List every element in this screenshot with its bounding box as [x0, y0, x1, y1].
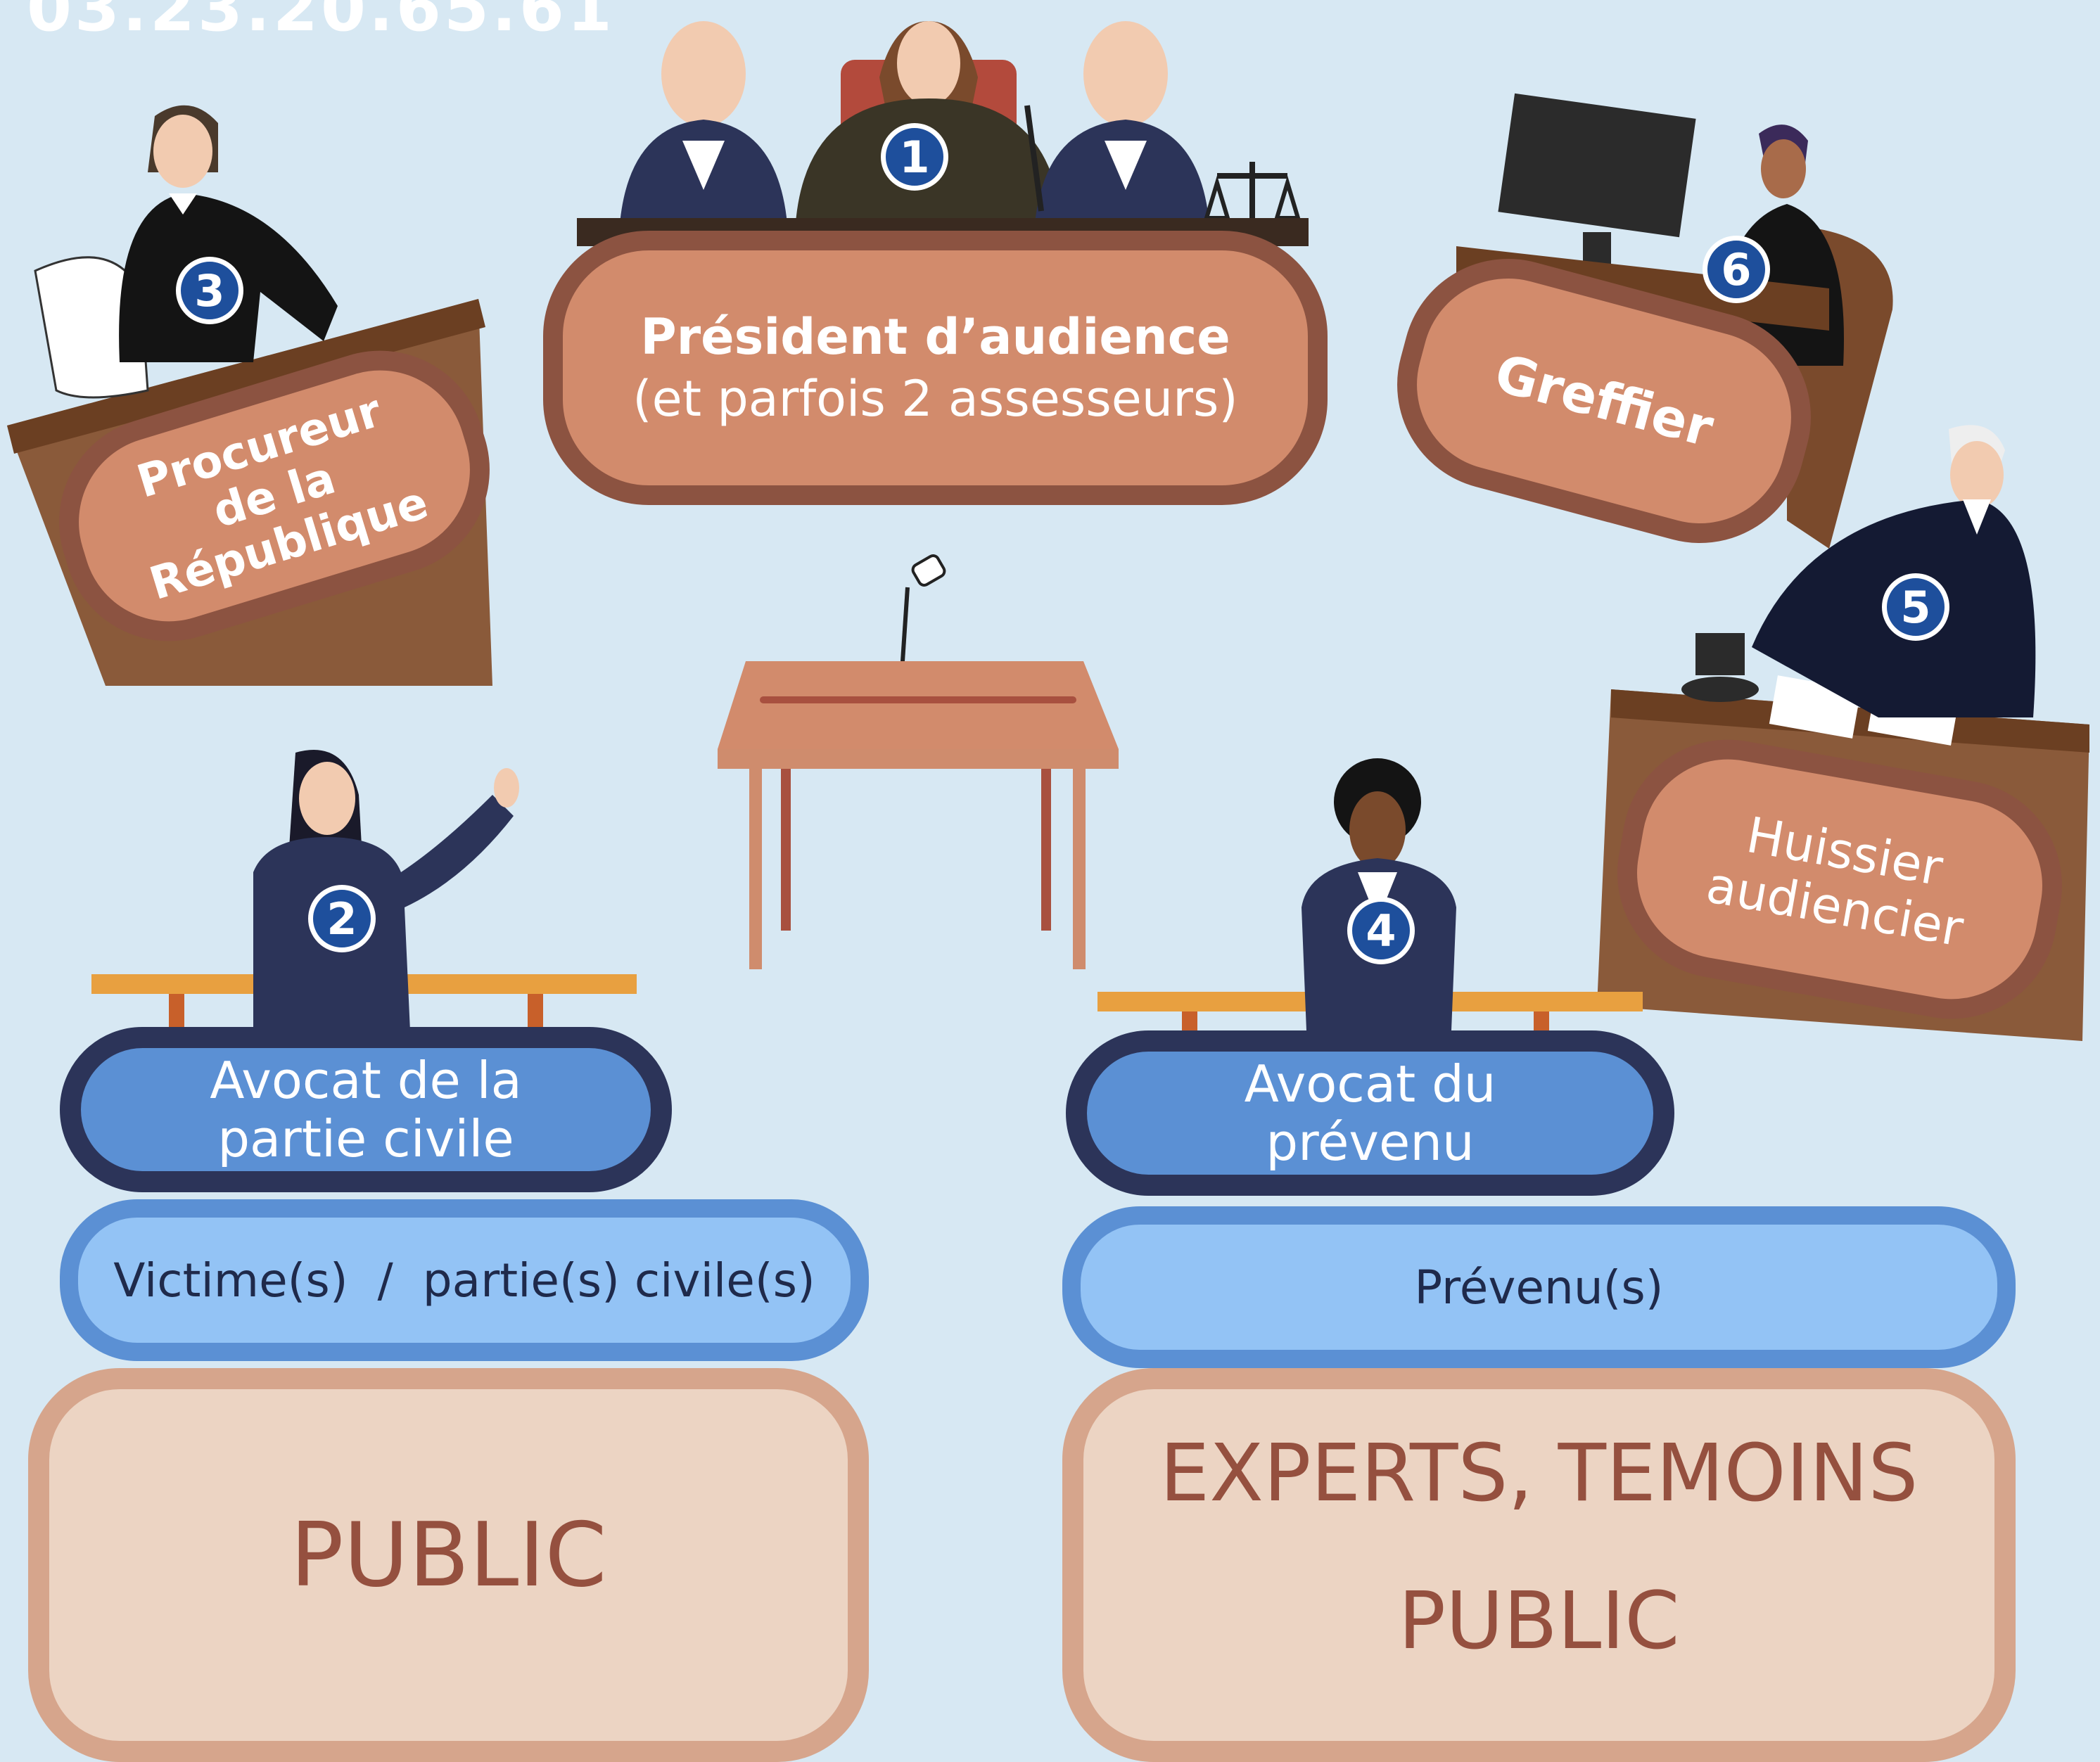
- judges-bench-illustration: [577, 21, 1309, 246]
- avocat-prevenu-label-box: Avocat du prévenu: [1066, 1030, 1674, 1196]
- avocat-prevenu-line-2: prévenu: [1266, 1112, 1475, 1172]
- victimes-label-box: Victime(s) / partie(s) civile(s): [60, 1199, 869, 1361]
- public-right-label: PUBLIC: [1398, 1576, 1680, 1667]
- avocat-partie-civile-line-1: Avocat de la: [210, 1050, 522, 1110]
- avocat-partie-civile-label-box: Avocat de la partie civile: [60, 1027, 672, 1192]
- phone-number: 03.23.20.65.61: [27, 0, 615, 46]
- president-label-box: Président d’audience (et parfois 2 asses…: [543, 231, 1328, 505]
- badge-1: 1: [881, 123, 948, 191]
- avocat-prevenu-line-1: Avocat du: [1244, 1054, 1496, 1113]
- president-title: Président d’audience: [640, 308, 1230, 366]
- prevenus-label-box: Prévenu(s): [1062, 1206, 2016, 1368]
- experts-label: EXPERTS, TEMOINS: [1159, 1428, 1918, 1519]
- witness-stand-illustration: [718, 554, 1119, 969]
- badge-4: 4: [1347, 897, 1415, 964]
- public-right-box: EXPERTS, TEMOINS PUBLIC: [1062, 1368, 2016, 1762]
- avocat-partie-civile-illustration: [91, 750, 637, 1064]
- badge-5: 5: [1882, 573, 1949, 641]
- public-left-label: PUBLIC: [290, 1502, 607, 1607]
- badge-2: 2: [308, 885, 376, 952]
- president-subtitle: (et parfois 2 assesseurs): [632, 370, 1238, 428]
- avocat-partie-civile-line-2: partie civile: [217, 1109, 514, 1168]
- prevenus-label: Prévenu(s): [1414, 1260, 1664, 1315]
- badge-6: 6: [1703, 236, 1770, 303]
- public-left-box: PUBLIC: [28, 1368, 869, 1762]
- badge-3: 3: [176, 257, 243, 324]
- victimes-label: Victime(s) / partie(s) civile(s): [113, 1253, 815, 1308]
